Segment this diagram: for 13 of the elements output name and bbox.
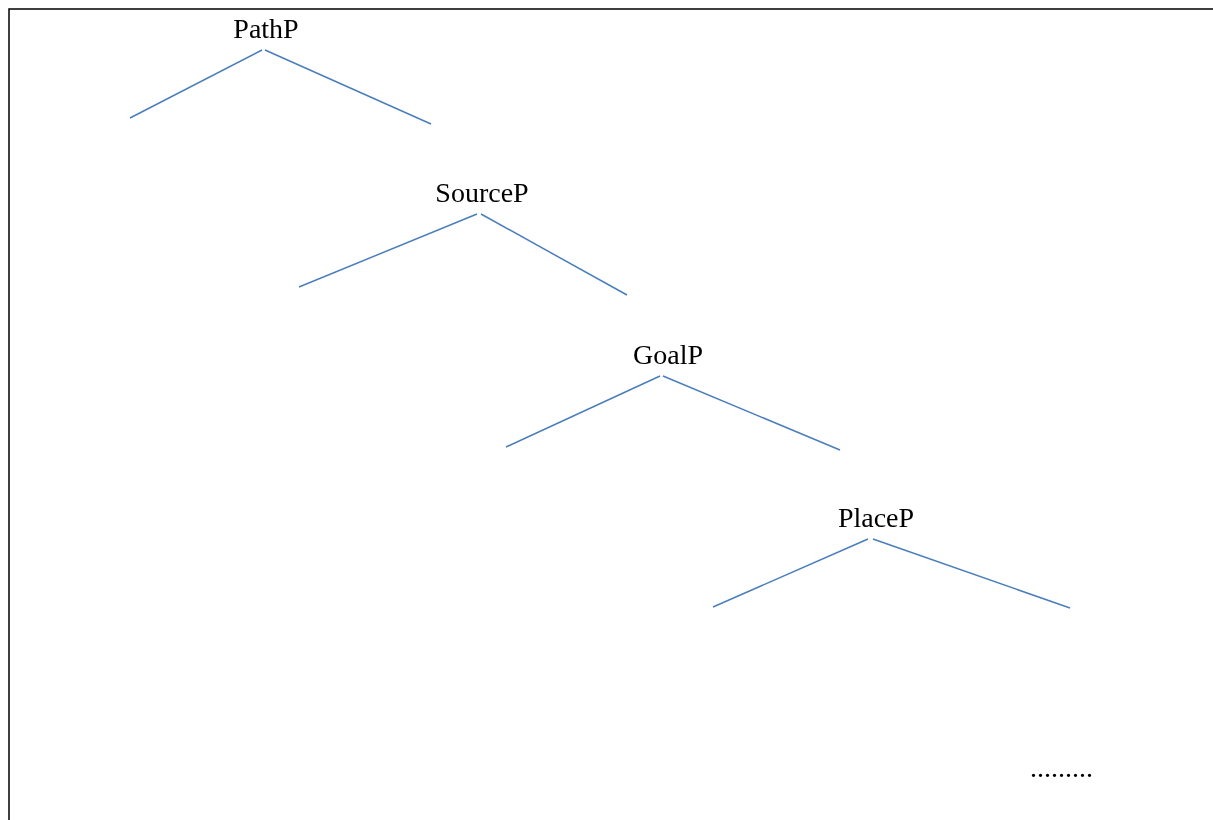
tree-branch-line	[129, 49, 263, 119]
tree-branch-line	[505, 375, 661, 448]
tree-branch-line	[712, 538, 869, 608]
tree-node-label: SourceP	[435, 176, 529, 210]
tree-branch-line	[264, 49, 432, 125]
tree-node-label: GoalP	[633, 338, 703, 372]
tree-branch-line	[298, 213, 478, 288]
ellipsis-text: .........	[1030, 752, 1093, 784]
tree-branch-line	[480, 213, 628, 296]
tree-node-label: PlaceP	[837, 501, 915, 535]
tree-branch-line	[662, 375, 841, 451]
tree-node-label: PathP	[233, 12, 299, 46]
tree-branch-line	[872, 538, 1071, 609]
